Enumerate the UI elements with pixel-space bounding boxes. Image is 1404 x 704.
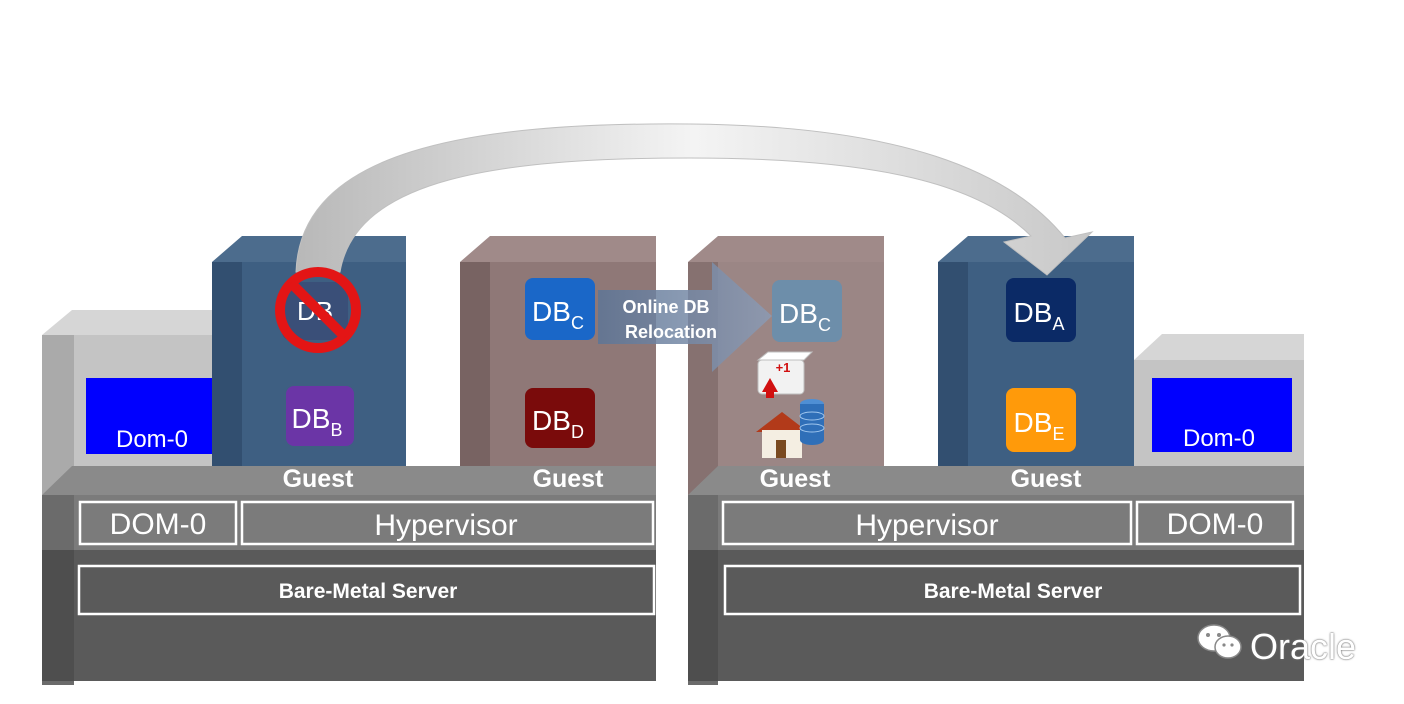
house-database-icon	[756, 399, 825, 458]
left-guest-1-label: Guest	[283, 465, 355, 493]
db-c-tile-right: DBC	[772, 280, 842, 342]
db-a-sub: A	[1052, 314, 1064, 334]
db-c-main-right: DB	[779, 298, 818, 329]
plus-one-icon: +1	[756, 351, 814, 398]
right-bare-metal-label: Bare-Metal Server	[924, 580, 1103, 603]
left-dom0-screen	[86, 378, 224, 454]
right-hypervisor-bar	[721, 500, 1133, 546]
db-c-sub-right: C	[818, 315, 831, 335]
plus-one-label: +1	[776, 360, 791, 375]
svg-text:DBC: DBC	[532, 296, 584, 333]
svg-text:DBE: DBE	[1014, 407, 1065, 444]
db-d-tile: DBD	[525, 388, 595, 448]
right-dom0-bar	[1135, 500, 1295, 546]
right-guest-2-label: Guest	[1011, 465, 1083, 493]
db-e-sub: E	[1052, 424, 1064, 444]
right-hypervisor-label: Hypervisor	[855, 509, 998, 542]
right-dom0-screen	[1152, 378, 1292, 452]
db-c-sub-left: C	[571, 313, 584, 333]
left-dom0-bar	[78, 500, 238, 546]
right-guest-2	[938, 236, 1134, 496]
left-bare-metal-bar	[77, 564, 656, 616]
online-db-relocation-arrow: Online DB Relocation	[598, 262, 772, 372]
db-b-tile: DBB	[286, 386, 354, 446]
db-e-tile: DBE	[1006, 388, 1076, 452]
relocation-line1: Online DB	[622, 297, 709, 317]
db-blocked: DB	[275, 267, 361, 353]
wechat-icon	[1196, 622, 1244, 671]
right-dom0-screen-label: Dom-0	[1183, 425, 1255, 452]
left-guest-2	[460, 236, 656, 496]
db-e-main: DB	[1014, 407, 1053, 438]
watermark-text: Oracle	[1250, 625, 1357, 667]
prohibited-icon	[275, 267, 361, 353]
left-guest-2-label: Guest	[533, 465, 605, 493]
svg-text:DBB: DBB	[292, 403, 343, 440]
svg-text:DBD: DBD	[532, 405, 584, 442]
right-guest-1-label: Guest	[760, 465, 832, 493]
left-hypervisor-label: Hypervisor	[374, 509, 517, 542]
migration-arc-arrow	[295, 123, 1094, 276]
db-b-sub: B	[330, 420, 342, 440]
db-b-main: DB	[292, 403, 331, 434]
watermark: Oracle	[1196, 622, 1356, 671]
db-c-main-left: DB	[532, 296, 571, 327]
svg-text:DBA: DBA	[1014, 297, 1065, 334]
right-dom0-bar-label: DOM-0	[1167, 508, 1264, 541]
db-c-tile-left: DBC	[525, 278, 595, 340]
left-dom0-bar-label: DOM-0	[110, 508, 207, 541]
left-dom0-screen-label: Dom-0	[116, 426, 188, 453]
right-bare-metal-bar	[723, 564, 1302, 616]
svg-text:DBC: DBC	[779, 298, 831, 335]
db-a-main: DB	[1014, 297, 1053, 328]
relocation-line2: Relocation	[625, 322, 717, 342]
left-hypervisor-bar	[240, 500, 655, 546]
left-bare-metal-label: Bare-Metal Server	[279, 580, 458, 603]
db-d-sub: D	[571, 422, 584, 442]
db-a-tile: DBA	[1006, 278, 1076, 342]
db-d-main: DB	[532, 405, 571, 436]
